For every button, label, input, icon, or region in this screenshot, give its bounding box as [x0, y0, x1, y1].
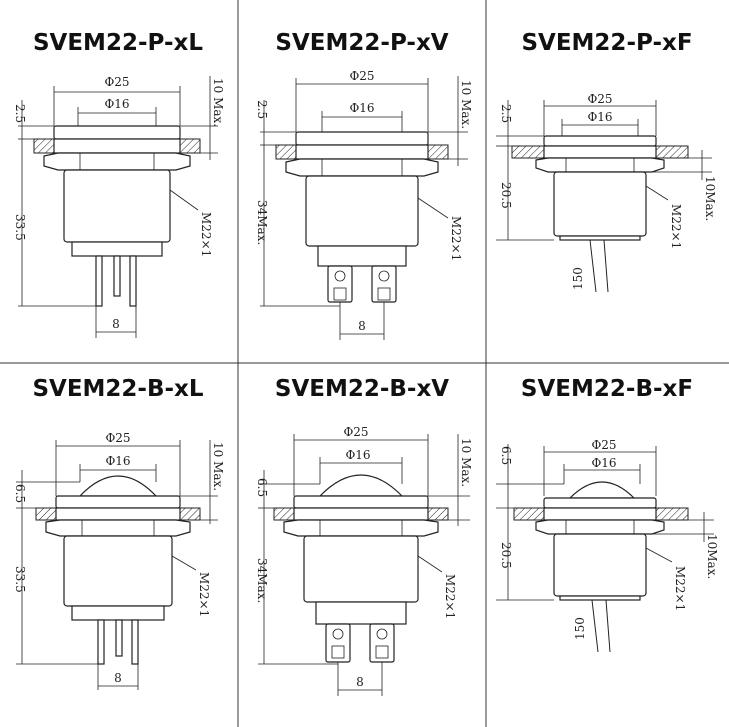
cell-title: SVEM22-B-xV [275, 376, 449, 402]
dim-pin-pitch: 8 [114, 671, 122, 685]
dim-right-top: 10 Max. [211, 78, 225, 127]
dim-outer-diameter: Φ25 [587, 92, 612, 106]
dim-inner-diameter: Φ16 [105, 454, 130, 468]
dim-left-top: 2.5 [499, 104, 513, 123]
dim-left-body: 34Max. [255, 558, 269, 603]
cell-title: SVEM22-B-xF [521, 376, 693, 402]
dim-outer-diameter: Φ25 [105, 431, 130, 445]
dim-cable-length: 150 [573, 617, 587, 640]
cell-title: SVEM22-P-xF [521, 30, 692, 56]
dim-pin-pitch: 8 [358, 319, 366, 333]
dim-pin-pitch: 8 [112, 317, 120, 331]
dim-inner-diameter: Φ16 [591, 456, 616, 470]
dim-outer-diameter: Φ25 [343, 425, 368, 439]
dim-left-body: 33.5 [13, 566, 27, 593]
cell-svem22-p-xv: SVEM22-P-xV Φ25 Φ16 2.5 34Max. 10 Max. [255, 30, 473, 340]
cell-svem22-p-xf: SVEM22-P-xF Φ25 Φ16 2.5 20.5 10Max. M22×… [496, 30, 717, 293]
dim-outer-diameter: Φ25 [104, 75, 129, 89]
dim-thread: M22×1 [673, 566, 687, 611]
dim-thread: M22×1 [199, 212, 213, 257]
dim-left-top: 6.5 [255, 478, 269, 497]
dim-inner-diameter: Φ16 [104, 97, 129, 111]
cell-title: SVEM22-B-xL [32, 376, 203, 402]
cell-svem22-b-xl: SVEM22-B-xL Φ25 Φ16 6.5 33.5 10 Max. M22… [13, 376, 225, 690]
cell-title: SVEM22-P-xL [33, 30, 203, 56]
cell-svem22-b-xf: SVEM22-B-xF Φ25 Φ16 6.5 20.5 10Max. M22×… [496, 376, 719, 653]
dim-thread: M22×1 [443, 574, 457, 619]
dim-cable-length: 150 [571, 267, 585, 290]
dim-thread: M22×1 [449, 216, 463, 261]
dim-right-top: 10 Max. [459, 438, 473, 487]
dim-left-top: 6.5 [499, 446, 513, 465]
dim-left-top: 2.5 [13, 104, 27, 123]
dim-thread: M22×1 [669, 204, 683, 249]
dim-right-top: 10 Max. [211, 442, 225, 491]
dim-left-body: 33.5 [13, 214, 27, 241]
dim-inner-diameter: Φ16 [349, 101, 374, 115]
dim-inner-diameter: Φ16 [345, 448, 370, 462]
dim-left-body: 34Max. [255, 200, 269, 245]
dim-left-top: 6.5 [13, 484, 27, 503]
cell-svem22-b-xv: SVEM22-B-xV Φ25 Φ16 6.5 34Max. 10 M [255, 376, 473, 696]
dim-left-body: 20.5 [499, 182, 513, 209]
cell-svem22-p-xl: SVEM22-P-xL Φ25 Φ16 2.5 33.5 1 [13, 30, 225, 338]
dim-left-body: 20.5 [499, 542, 513, 569]
dim-pin-pitch: 8 [356, 675, 364, 689]
dim-right-top: 10Max. [703, 176, 717, 221]
dim-right-top: 10Max. [705, 534, 719, 579]
dim-left-top: 2.5 [255, 100, 269, 119]
dim-outer-diameter: Φ25 [349, 69, 374, 83]
dim-inner-diameter: Φ16 [587, 110, 612, 124]
dim-right-top: 10 Max. [459, 80, 473, 129]
cell-title: SVEM22-P-xV [275, 30, 448, 56]
dim-outer-diameter: Φ25 [591, 438, 616, 452]
dim-thread: M22×1 [197, 572, 211, 617]
